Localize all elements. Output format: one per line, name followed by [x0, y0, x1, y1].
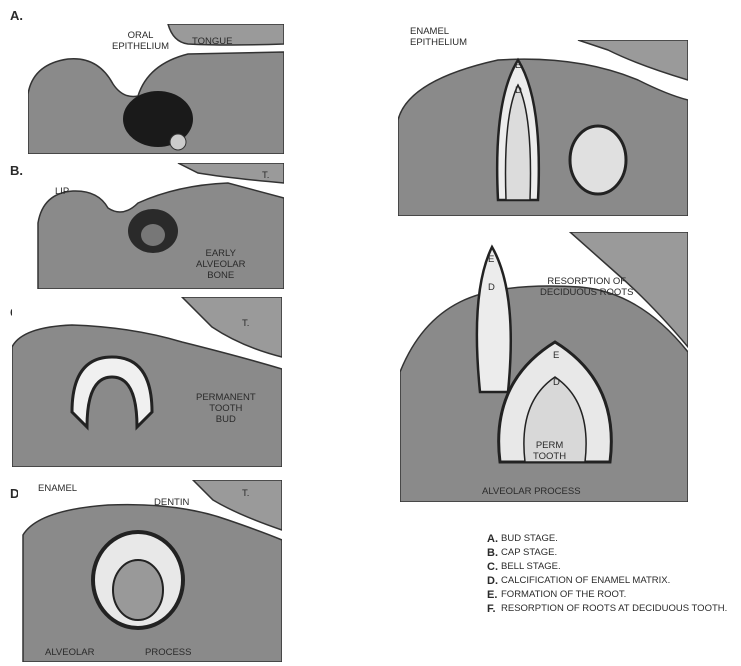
label-dentin: DENTIN — [154, 497, 189, 508]
legend-row: F.RESORPTION OF ROOTS AT DECIDUOUS TOOTH… — [487, 603, 741, 615]
panel-d-illustration — [18, 480, 282, 662]
label-permanent-tooth-bud: PERMANENT TOOTH BUD — [196, 392, 256, 425]
label-process: PROCESS — [145, 647, 191, 658]
legend-row: A.BUD STAGE. — [487, 533, 741, 545]
label-enamel: ENAMEL — [38, 483, 77, 494]
legend-text: FORMATION OF THE ROOT. — [501, 589, 626, 601]
label-early-alveolar-bone: EARLY ALVEOLAR BONE — [196, 248, 245, 281]
label-alveolar-process: ALVEOLAR PROCESS — [482, 486, 581, 497]
stage-legend: A.BUD STAGE.B.CAP STAGE.C.BELL STAGE.D.C… — [487, 533, 741, 617]
panel-b-letter: B. — [10, 163, 23, 178]
label-d-tongue: T. — [242, 488, 249, 499]
label-b-tongue: T. — [262, 170, 269, 181]
legend-text: RESORPTION OF ROOTS AT DECIDUOUS TOOTH. — [501, 603, 727, 615]
label-f-dentin-1: D — [488, 282, 495, 293]
label-tongue: TONGUE — [192, 36, 232, 47]
label-perm-tooth: PERM TOOTH — [533, 440, 566, 462]
legend-row: B.CAP STAGE. — [487, 547, 741, 559]
legend-key: F. — [487, 603, 501, 615]
label-c-tongue: T. — [242, 318, 249, 329]
label-alveolar: ALVEOLAR — [45, 647, 94, 658]
legend-text: BUD STAGE. — [501, 533, 558, 545]
label-f-enamel-1: E — [488, 254, 494, 265]
legend-key: D. — [487, 575, 501, 587]
legend-text: CAP STAGE. — [501, 547, 557, 559]
legend-key: C. — [487, 561, 501, 573]
label-enamel-epithelium: ENAMEL EPITHELIUM — [410, 26, 467, 48]
label-f-enamel-2: E — [553, 350, 559, 361]
legend-text: BELL STAGE. — [501, 561, 561, 573]
panel-a-letter: A. — [10, 8, 23, 23]
label-lip: LIP — [55, 186, 69, 197]
legend-key: A. — [487, 533, 501, 545]
label-f-dentin-2: D — [553, 377, 560, 388]
panel-b-illustration — [28, 163, 284, 289]
label-e-dentin: D — [515, 85, 522, 96]
panel-e-illustration — [398, 40, 688, 216]
legend-row: C.BELL STAGE. — [487, 561, 741, 573]
label-e-enamel: E — [515, 60, 521, 71]
legend-row: D.CALCIFICATION OF ENAMEL MATRIX. — [487, 575, 741, 587]
label-resorption-deciduous-roots: RESORPTION OF DECIDUOUS ROOTS — [540, 276, 633, 298]
legend-key: B. — [487, 547, 501, 559]
legend-row: E.FORMATION OF THE ROOT. — [487, 589, 741, 601]
legend-text: CALCIFICATION OF ENAMEL MATRIX. — [501, 575, 670, 587]
legend-key: E. — [487, 589, 501, 601]
label-oral-epithelium: ORAL EPITHELIUM — [112, 30, 169, 52]
